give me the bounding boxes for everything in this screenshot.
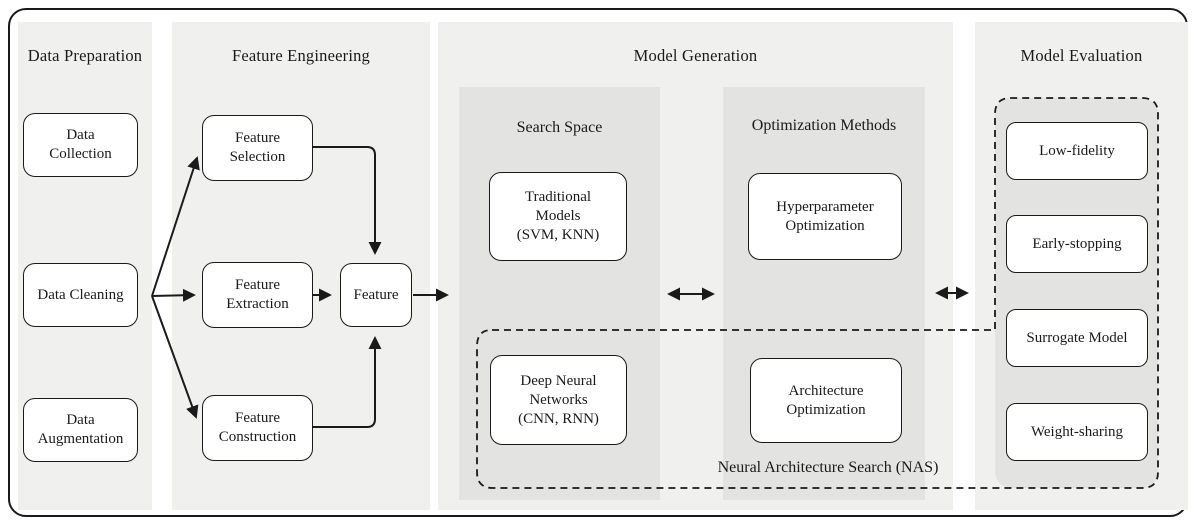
node-label: Networks: [529, 391, 588, 408]
node-deep-neural-networks: Deep Neural Networks (CNN, RNN): [490, 355, 627, 445]
node-label: Data: [66, 127, 95, 143]
nas-label: Neural Architecture Search (NAS): [717, 459, 939, 476]
node-label: Optimization: [785, 217, 865, 234]
node-label: Extraction: [226, 296, 289, 312]
title-optimization-methods: Optimization Methods: [751, 117, 897, 134]
node-label: Feature: [353, 286, 399, 303]
node-label: Feature: [235, 130, 280, 146]
node-label: Deep Neural: [520, 372, 597, 389]
node-data-cleaning: Data Cleaning: [23, 263, 138, 327]
node-hyperparameter-optimization: Hyperparameter Optimization: [748, 173, 902, 260]
node-feature-extraction: Feature Extraction: [202, 262, 313, 328]
node-label: Selection: [229, 149, 286, 165]
node-label: Feature: [235, 277, 280, 293]
node-label: Low-fidelity: [1039, 142, 1115, 159]
node-traditional-models: Traditional Models (SVM, KNN): [489, 172, 627, 261]
node-label: (SVM, KNN): [516, 227, 600, 243]
node-label: Collection: [49, 146, 112, 162]
title-model-generation: Model Generation: [633, 46, 758, 65]
title-feature-engineering: Feature Engineering: [231, 46, 371, 65]
node-data-augmentation: Data Augmentation: [23, 398, 138, 462]
node-label: Early-stopping: [1032, 235, 1122, 252]
node-label: Traditional: [524, 189, 592, 205]
node-label: Optimization: [786, 401, 866, 418]
node-feature-construction: Feature Construction: [202, 395, 313, 461]
node-label: Feature: [235, 410, 280, 426]
node-label: (CNN, RNN): [518, 410, 599, 427]
node-low-fidelity: Low-fidelity: [1006, 122, 1148, 180]
node-architecture-optimization: Architecture Optimization: [750, 358, 902, 443]
node-surrogate-model: Surrogate Model: [1006, 309, 1148, 367]
node-feature: Feature: [340, 263, 412, 327]
node-label: Architecture: [788, 382, 864, 399]
node-label: Models: [535, 208, 581, 224]
title-model-evaluation: Model Evaluation: [1020, 46, 1143, 65]
node-label: Surrogate Model: [1026, 329, 1128, 346]
node-weight-sharing: Weight-sharing: [1006, 403, 1148, 461]
node-label: Data Cleaning: [37, 286, 124, 303]
node-label: Construction: [218, 429, 297, 445]
node-label: Augmentation: [37, 431, 124, 447]
node-early-stopping: Early-stopping: [1006, 215, 1148, 273]
node-label: Hyperparameter: [776, 198, 874, 215]
title-search-space: Search Space: [516, 119, 603, 136]
node-feature-selection: Feature Selection: [202, 115, 313, 181]
node-label: Data: [66, 412, 95, 428]
node-label: Weight-sharing: [1030, 423, 1124, 440]
node-data-collection: Data Collection: [23, 113, 138, 177]
title-data-preparation: Data Preparation: [27, 46, 143, 65]
